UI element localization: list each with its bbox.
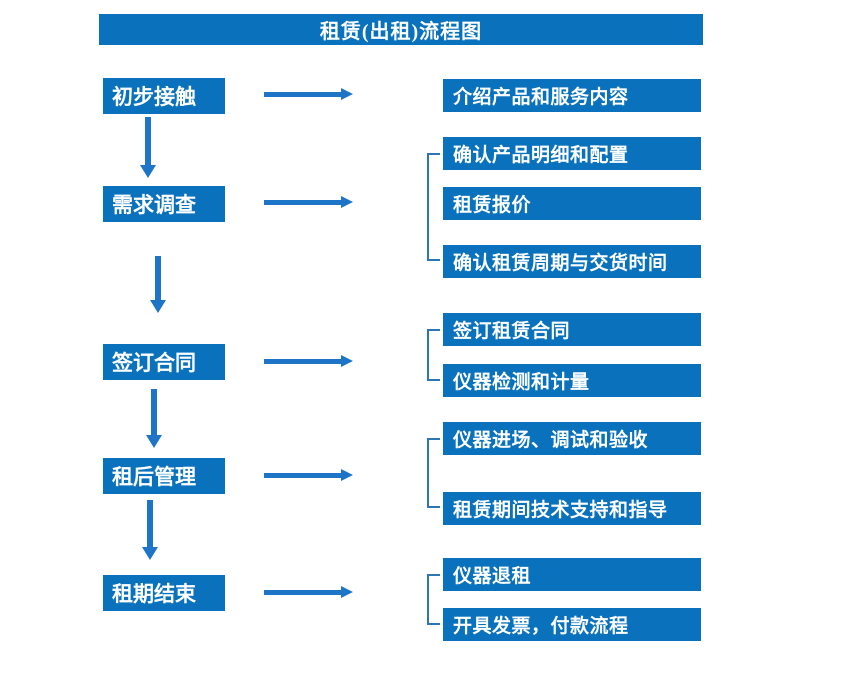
arrow-shaft bbox=[151, 389, 157, 437]
chart-title: 租赁(出租)流程图 bbox=[99, 14, 703, 45]
detail-box: 仪器检测和计量 bbox=[443, 364, 701, 397]
detail-box: 开具发票，付款流程 bbox=[443, 608, 701, 641]
arrow-head bbox=[341, 586, 353, 598]
arrow-shaft bbox=[264, 359, 342, 364]
arrow-down-icon bbox=[140, 117, 157, 178]
arrow-head bbox=[140, 165, 156, 178]
arrow-right-icon bbox=[264, 88, 353, 101]
arrow-down-icon bbox=[142, 500, 159, 560]
arrow-shaft bbox=[147, 500, 153, 549]
detail-box: 仪器退租 bbox=[443, 558, 701, 591]
arrow-down-icon bbox=[146, 389, 163, 448]
arrow-head bbox=[146, 435, 162, 448]
detail-box: 仪器进场、调试和验收 bbox=[443, 422, 701, 455]
step-box-post-rental-management: 租后管理 bbox=[103, 458, 225, 494]
arrow-down-icon bbox=[150, 256, 167, 313]
bracket-group-sign-contract bbox=[427, 329, 440, 381]
arrow-head bbox=[341, 469, 353, 481]
arrow-shaft bbox=[145, 117, 151, 167]
detail-box: 介绍产品和服务内容 bbox=[443, 79, 701, 112]
arrow-head bbox=[150, 300, 166, 313]
arrow-head bbox=[341, 355, 353, 367]
step-box-demand-survey: 需求调查 bbox=[103, 186, 225, 222]
arrow-head bbox=[341, 196, 353, 208]
step-box-rental-end: 租期结束 bbox=[103, 575, 225, 611]
arrow-shaft bbox=[264, 92, 342, 97]
arrow-right-icon bbox=[264, 355, 353, 368]
arrow-right-icon bbox=[264, 469, 353, 482]
arrow-right-icon bbox=[264, 196, 353, 209]
arrow-head bbox=[142, 547, 158, 560]
step-box-initial-contact: 初步接触 bbox=[103, 78, 225, 114]
arrow-right-icon bbox=[264, 586, 353, 599]
arrow-shaft bbox=[264, 473, 342, 478]
detail-box: 签订租赁合同 bbox=[443, 313, 701, 346]
arrow-head bbox=[341, 88, 353, 100]
bracket-group-post-rental bbox=[427, 438, 440, 508]
detail-box: 确认租赁周期与交货时间 bbox=[443, 245, 701, 278]
bracket-group-rental-end bbox=[427, 574, 440, 625]
detail-box: 租赁报价 bbox=[443, 187, 701, 220]
bracket-group-demand-survey bbox=[427, 153, 440, 261]
detail-box: 租赁期间技术支持和指导 bbox=[443, 492, 701, 525]
arrow-shaft bbox=[264, 590, 342, 595]
detail-box: 确认产品明细和配置 bbox=[443, 137, 701, 170]
step-box-sign-contract: 签订合同 bbox=[103, 344, 225, 380]
arrow-shaft bbox=[264, 200, 342, 205]
arrow-shaft bbox=[155, 256, 161, 302]
